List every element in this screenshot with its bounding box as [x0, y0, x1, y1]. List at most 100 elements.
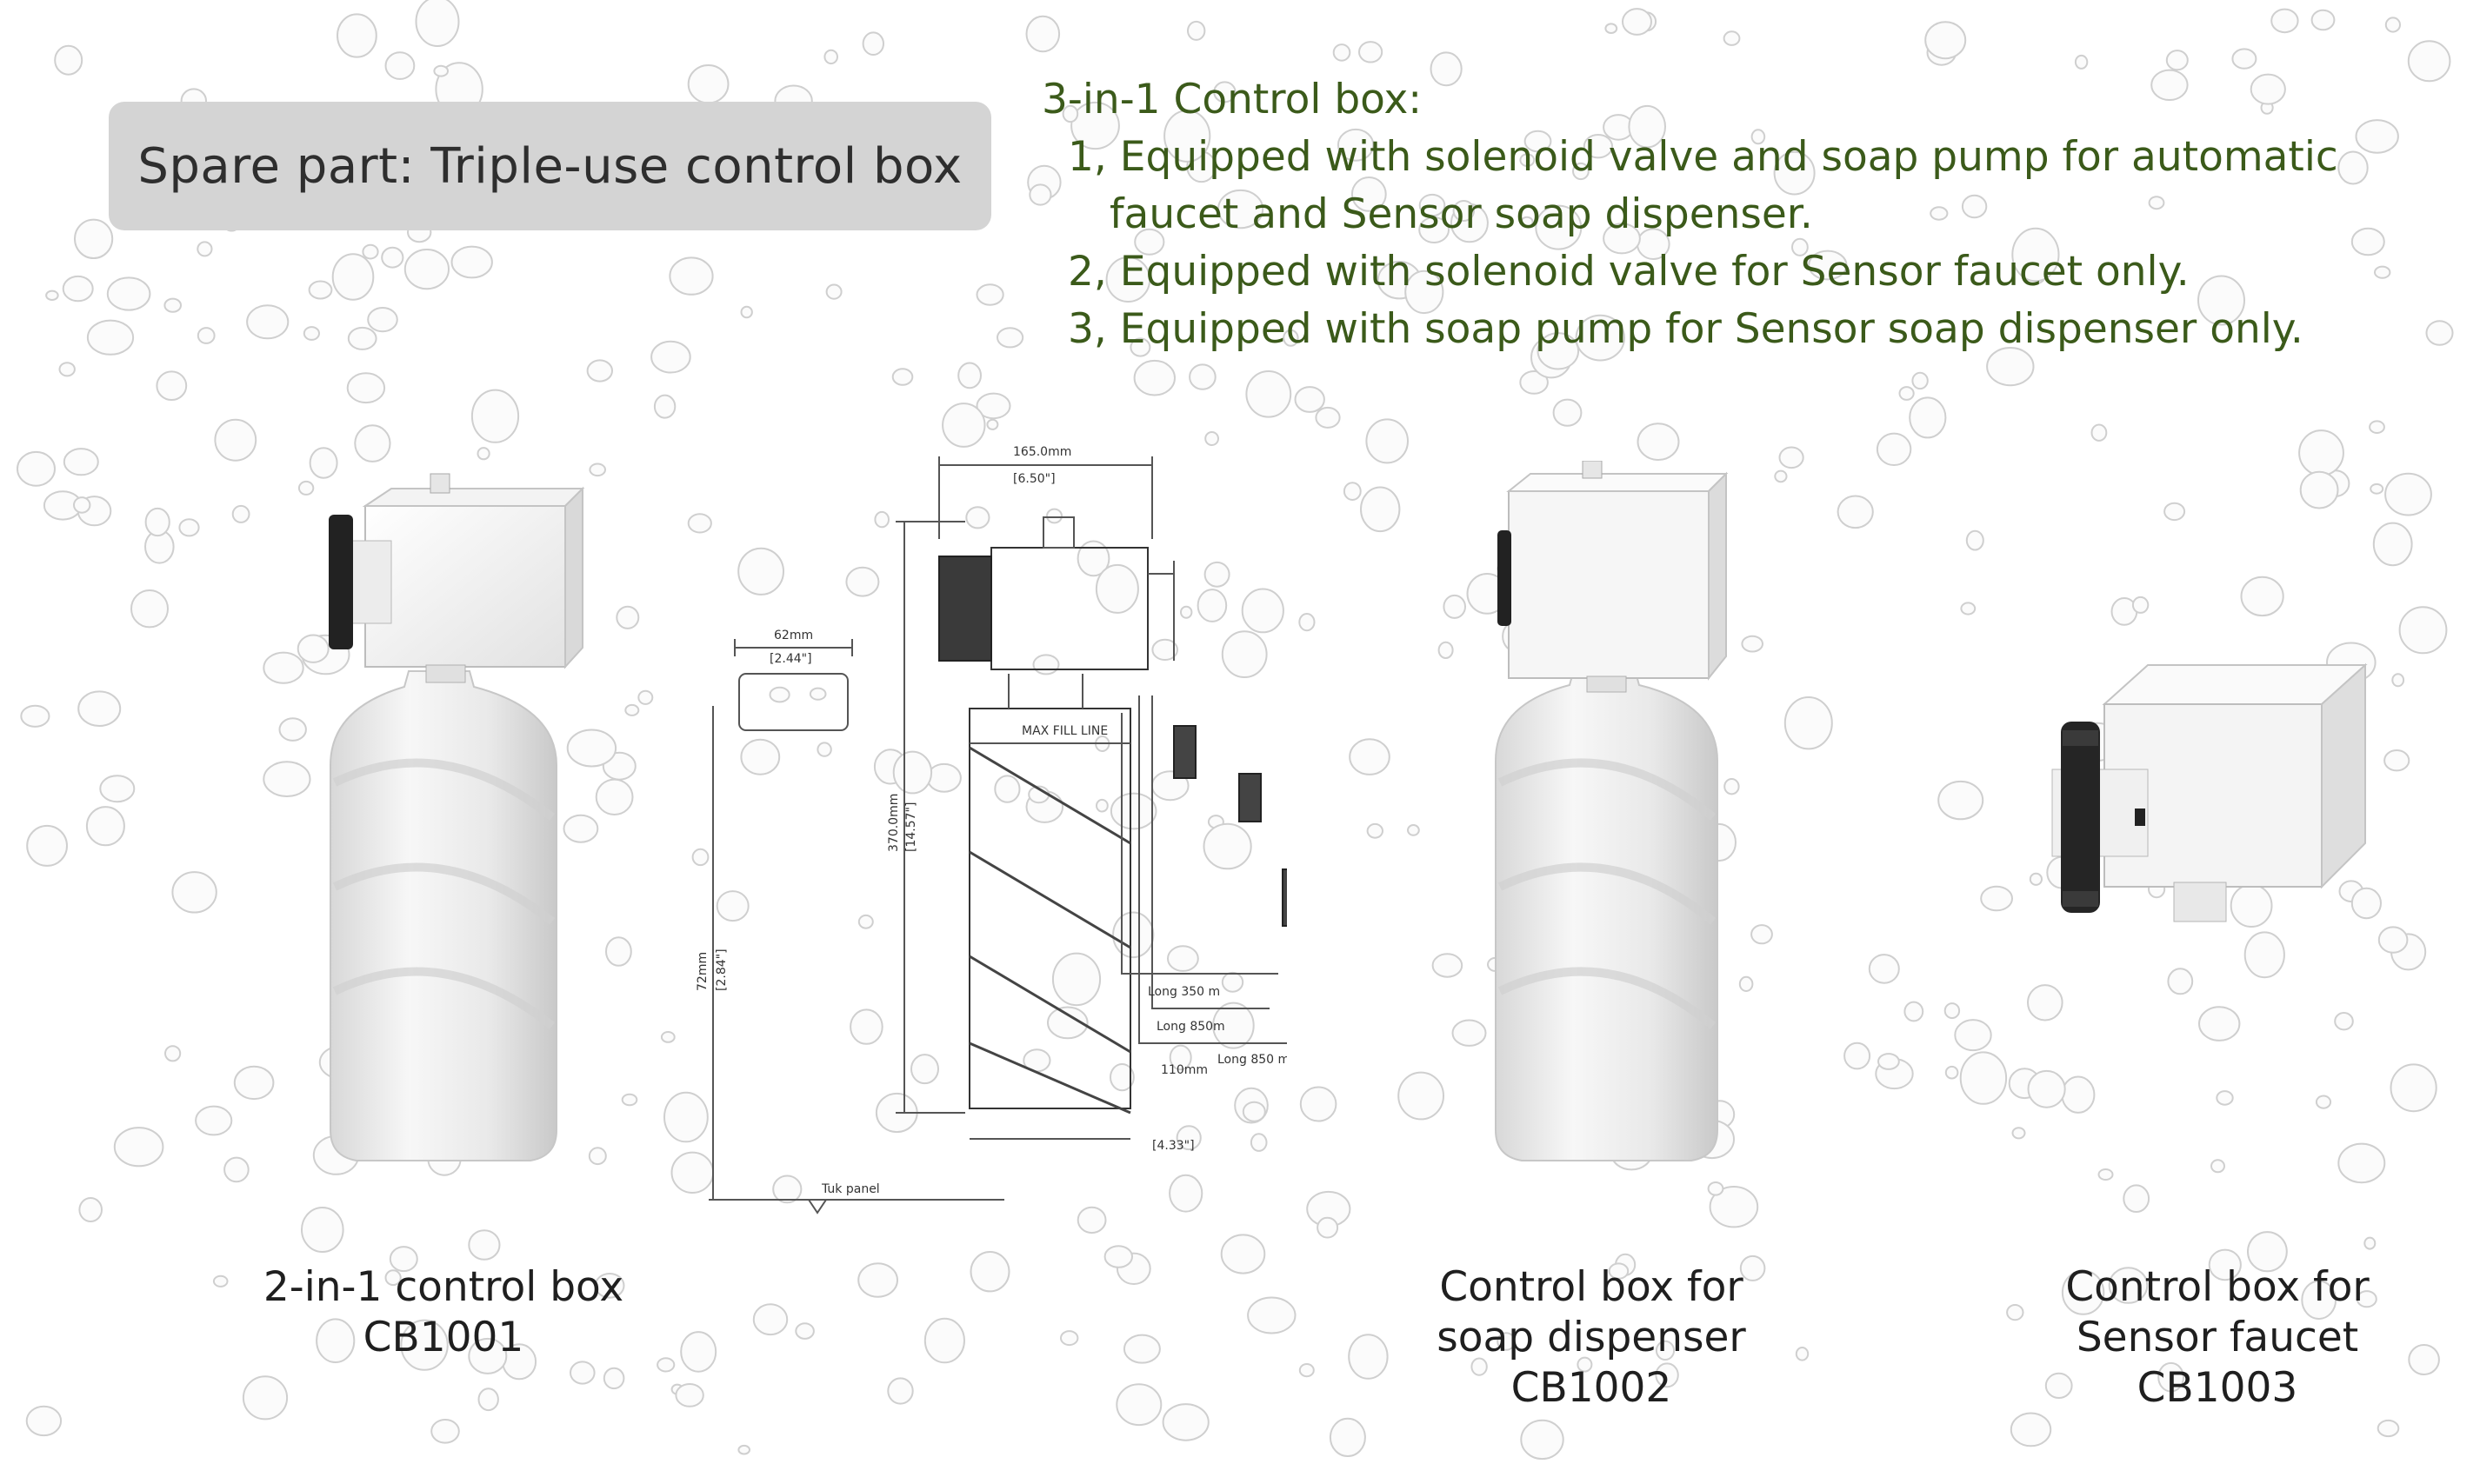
water-droplet [297, 634, 330, 663]
water-droplet [106, 276, 151, 311]
caption-cb1002: Control box for soap dispenser CB1002 [1374, 1262, 1809, 1414]
water-droplet [2377, 926, 2409, 954]
water-droplet [337, 13, 377, 58]
water-droplet [1608, 1262, 1630, 1280]
water-droplet [1739, 1254, 1766, 1281]
water-droplet [1437, 641, 1454, 660]
water-droplet [2315, 1095, 2332, 1109]
water-droplet [1204, 431, 1219, 446]
spec-item-text: Equipped with soap pump for Sensor soap … [1119, 305, 2303, 353]
water-droplet [1029, 183, 1052, 206]
water-droplet [2390, 1063, 2437, 1113]
water-droplet [976, 392, 1011, 420]
caption-cb1001: 2-in-1 control box CB1001 [217, 1262, 670, 1363]
water-droplet [214, 418, 257, 462]
water-droplet [965, 506, 990, 529]
spec-item-2: 2, Equipped with solenoid valve for Sens… [1042, 243, 2450, 301]
water-droplet [1203, 822, 1252, 870]
water-droplet [1418, 216, 1450, 243]
water-droplet [823, 49, 839, 65]
spec-item-text: Equipped with solenoid valve and soap pu… [1119, 133, 2338, 181]
water-droplet [603, 1367, 625, 1390]
water-droplet [2165, 50, 2189, 71]
water-droplet [874, 510, 890, 529]
water-droplet [2210, 1159, 2225, 1174]
water-droplet [825, 283, 843, 300]
water-droplet [1169, 1174, 1203, 1213]
water-droplet [384, 1269, 402, 1287]
water-droplet [994, 775, 1021, 803]
water-droplet [223, 1156, 250, 1183]
water-droplet [986, 418, 999, 430]
water-droplet [20, 704, 50, 728]
dim-bottle-width-in: [4.33"] [1152, 1139, 1195, 1153]
water-droplet [1723, 30, 1741, 46]
water-droplet [1046, 508, 1063, 524]
water-droplet [624, 703, 640, 716]
spec-item-continuation: faucet and Sensor soap dispenser. [1110, 190, 1813, 238]
water-droplet [1217, 189, 1264, 230]
water-droplet [680, 1331, 717, 1373]
water-droplet [1795, 1347, 1810, 1361]
water-droplet [892, 750, 933, 795]
water-droplet [430, 1419, 460, 1444]
water-droplet [58, 362, 76, 377]
water-droplet [2298, 429, 2344, 476]
water-droplet [1783, 696, 1833, 750]
water-droplet [1348, 1334, 1389, 1380]
water-droplet [1358, 41, 1383, 63]
cable-label-3: Long 850 m [1217, 1053, 1287, 1067]
water-droplet [1738, 975, 1754, 993]
water-droplet [1986, 347, 2035, 387]
water-droplet [77, 690, 122, 728]
spec-item-number: 3, [1068, 305, 1107, 353]
water-droplet [1245, 370, 1292, 418]
water-droplet [1343, 482, 1362, 501]
water-droplet [1103, 1245, 1134, 1268]
water-droplet [1294, 386, 1325, 413]
water-droplet [1944, 1065, 1959, 1080]
water-droplet [1116, 1383, 1163, 1427]
water-droplet [663, 1091, 709, 1143]
water-droplet [566, 729, 617, 768]
water-droplet [1220, 1234, 1266, 1274]
water-droplet [653, 394, 677, 419]
water-droplet [2407, 40, 2451, 83]
water-droplet [113, 1127, 164, 1168]
water-droplet [1407, 824, 1420, 836]
water-droplet [1655, 1340, 1676, 1361]
water-droplet [1221, 971, 1244, 993]
water-droplet [2197, 275, 2245, 326]
water-droplet [45, 289, 59, 301]
water-droplet [2150, 69, 2189, 102]
water-droplet [2011, 227, 2060, 283]
water-droplet [74, 218, 114, 259]
water-droplet [99, 775, 136, 803]
water-droplet [1520, 216, 1534, 228]
water-droplet [997, 327, 1024, 349]
water-droplet [1213, 81, 1237, 103]
water-droplet [2337, 150, 2369, 185]
fill-line-label: MAX FILL LINE [1022, 724, 1108, 738]
water-droplet [197, 241, 213, 257]
water-droplet [2372, 522, 2413, 567]
water-droplet [26, 824, 68, 867]
spec-item-3: 3, Equipped with soap pump for Sensor so… [1042, 301, 2450, 358]
water-droplet [1750, 924, 1773, 945]
water-droplet [303, 326, 320, 341]
water-droplet [737, 547, 784, 596]
water-droplet [2310, 9, 2336, 31]
water-droplet [62, 275, 94, 303]
water-droplet [2148, 196, 2165, 210]
water-droplet [2090, 423, 2108, 442]
water-droplet [263, 761, 311, 797]
water-droplet [212, 1274, 229, 1288]
water-droplet [1349, 738, 1390, 775]
water-droplet [73, 496, 91, 514]
water-droplet [1960, 602, 1977, 616]
water-droplet [857, 914, 874, 929]
water-droplet [1404, 270, 1444, 315]
water-droplet [2074, 54, 2089, 70]
water-droplet [1241, 588, 1284, 634]
